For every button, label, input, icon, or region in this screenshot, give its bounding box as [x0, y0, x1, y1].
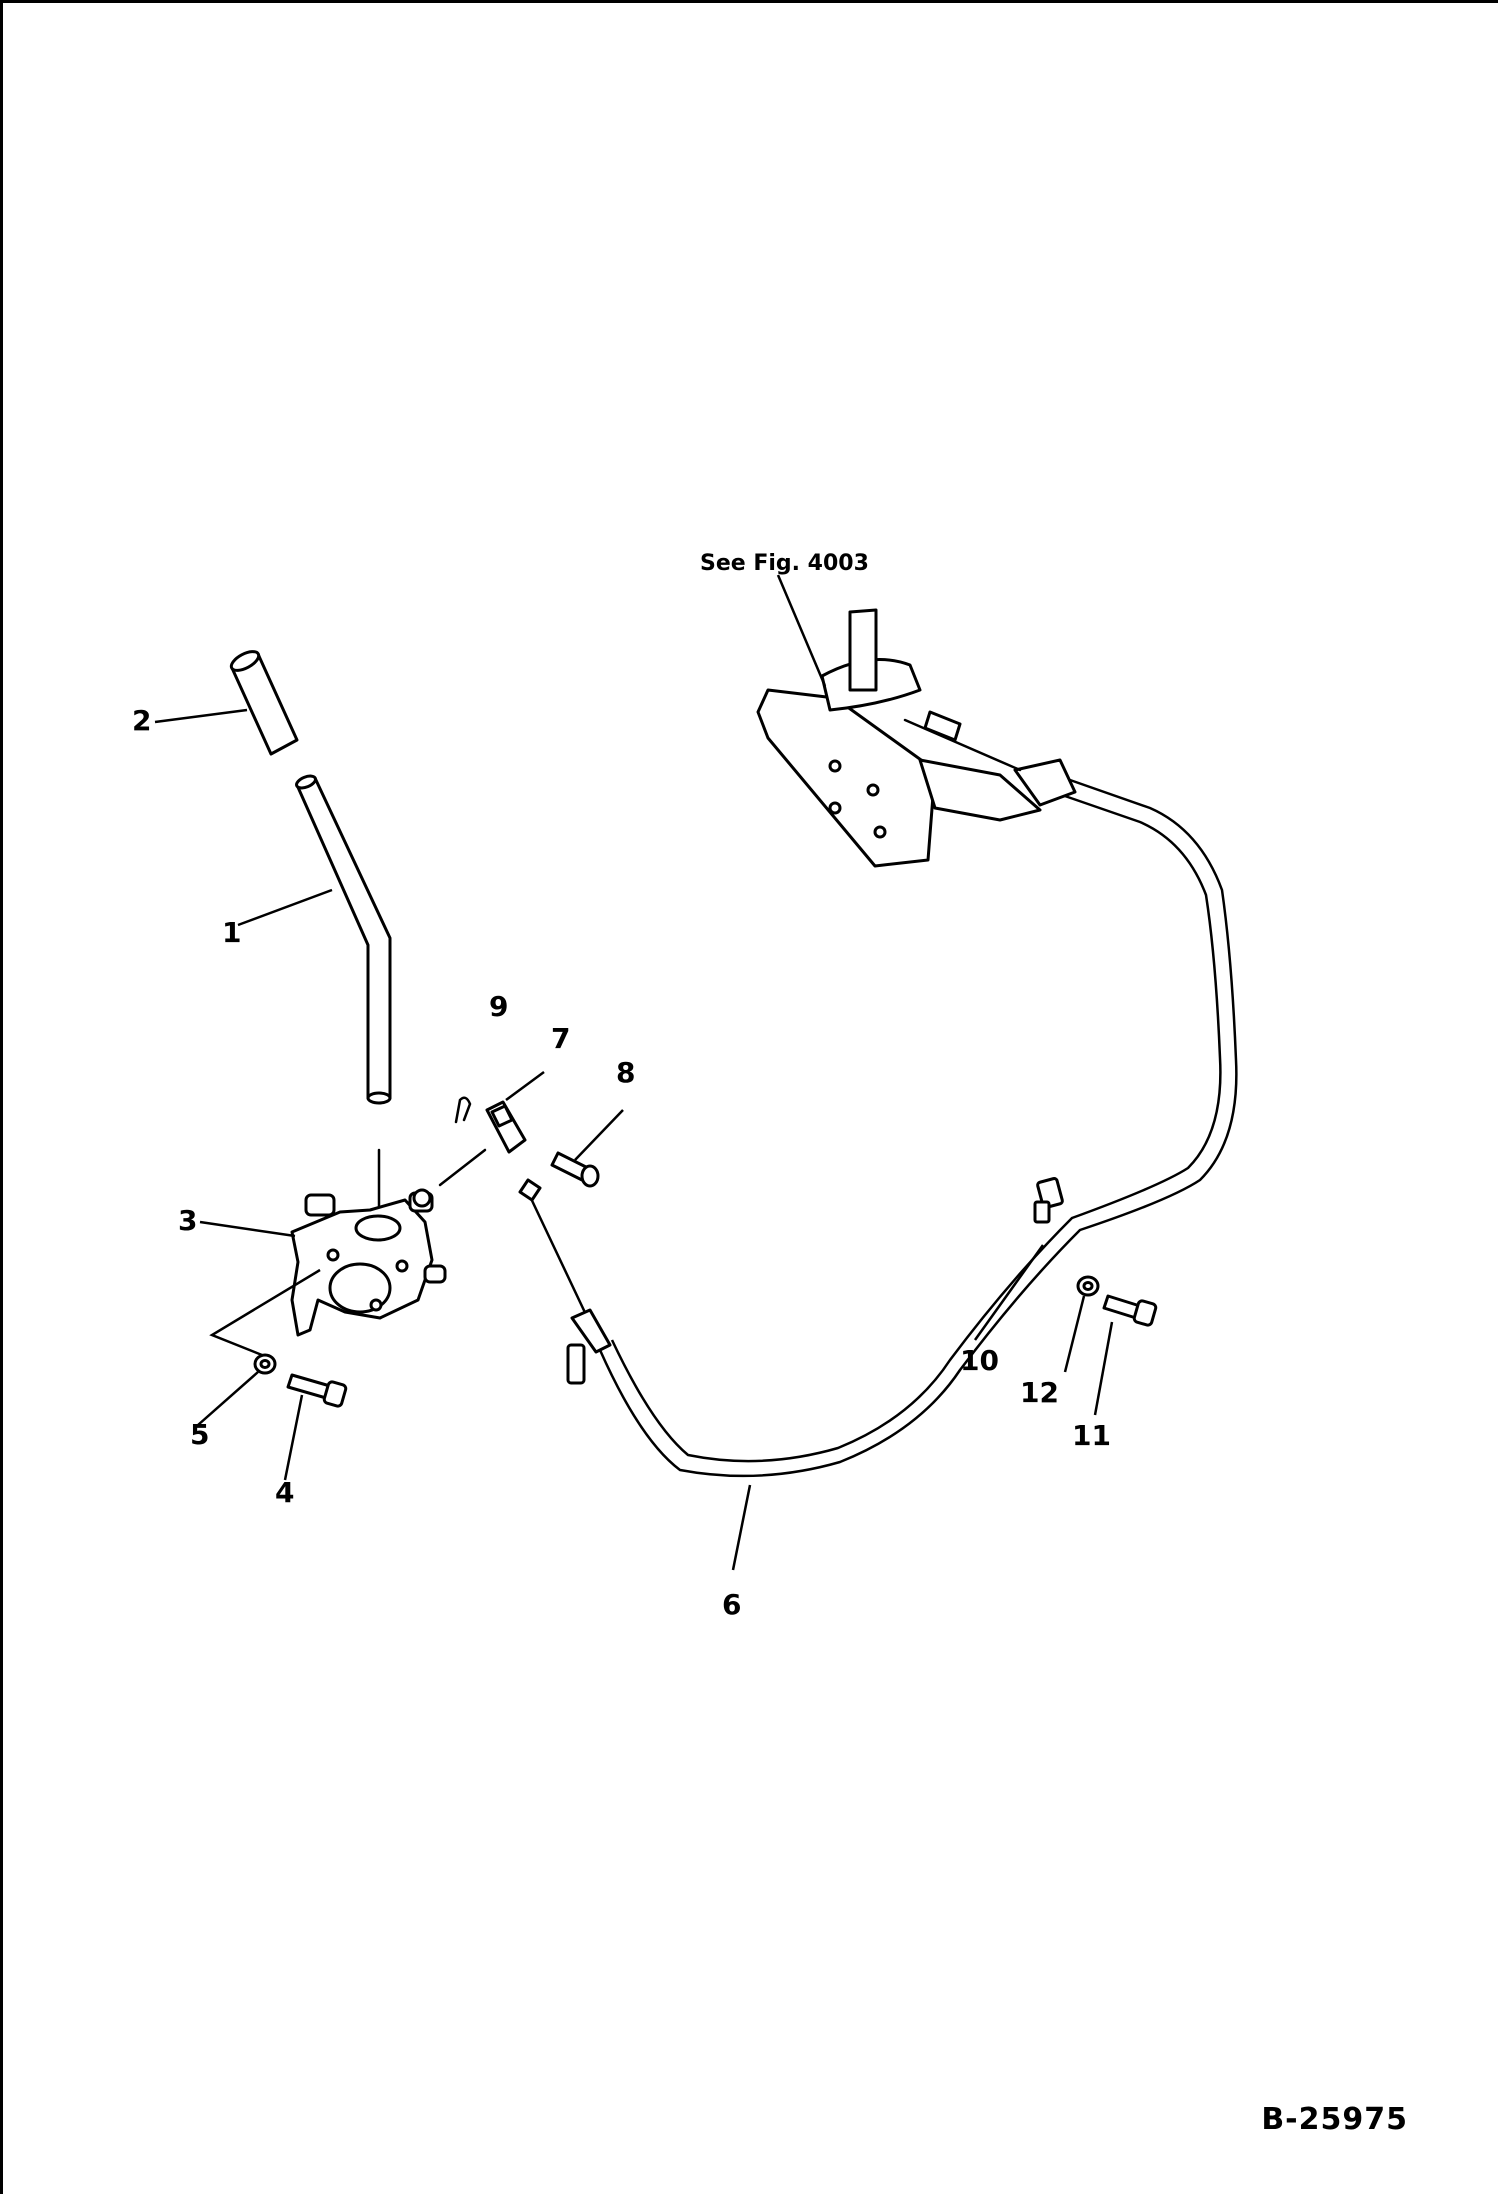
callout-3: 3 — [178, 1204, 197, 1237]
callout-4: 4 — [275, 1476, 294, 1509]
part-8-clevis-pin — [550, 1151, 600, 1188]
part-4-bolt — [286, 1373, 348, 1408]
callout-1: 1 — [222, 916, 241, 949]
part-5-washer — [253, 1353, 277, 1375]
part-7-clevis — [412, 1100, 527, 1208]
part-9-pin — [454, 1096, 472, 1124]
part-11-bolt — [1102, 1294, 1158, 1327]
callout-11: 11 — [1072, 1419, 1111, 1452]
part-2-grip — [229, 650, 299, 756]
referenced-pedal-assembly — [756, 608, 1077, 868]
callout-8: 8 — [616, 1056, 635, 1089]
part-12-washer — [1076, 1275, 1100, 1297]
part-6-cable — [518, 778, 1238, 1478]
frame-border-top — [0, 0, 1498, 3]
part-1-lever — [295, 774, 392, 1212]
frame-border-left — [0, 0, 3, 2194]
callout-5: 5 — [190, 1418, 209, 1451]
callout-12: 12 — [1020, 1376, 1059, 1409]
see-figure-reference: See Fig. 4003 — [700, 551, 869, 576]
document-id: B-25975 — [1261, 2102, 1408, 2137]
callout-10: 10 — [960, 1344, 999, 1377]
callout-7: 7 — [551, 1022, 570, 1055]
part-3-bracket — [290, 1191, 447, 1337]
callout-9: 9 — [489, 990, 508, 1023]
leader-lines — [154, 574, 1114, 1571]
callout-6: 6 — [722, 1588, 741, 1621]
callout-2: 2 — [132, 704, 151, 737]
